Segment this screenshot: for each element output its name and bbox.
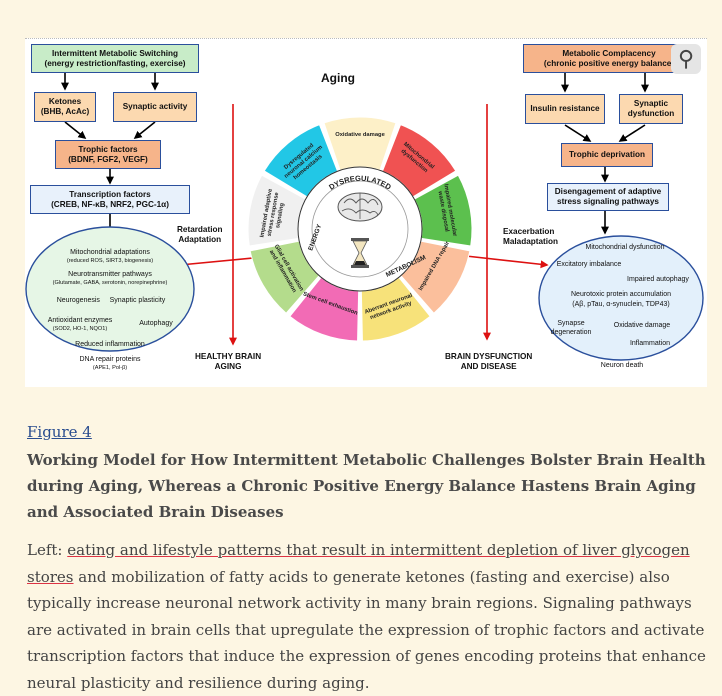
hourglass-icon	[351, 238, 369, 268]
synaptic-activity-box: Synaptic activity	[113, 92, 197, 122]
oval-item: Mitochondrial adaptations (reduced ROS, …	[45, 249, 175, 265]
box-line: Transcription factors	[69, 189, 151, 199]
box-line: Trophic factors	[78, 144, 138, 154]
oval-item: Reduced inflammation	[75, 341, 145, 348]
oval-item: Oxidative damage	[613, 322, 671, 329]
oval-text: Antioxidant enzymes	[47, 317, 113, 324]
label-line: Maladaptation	[503, 237, 559, 246]
pin-icon[interactable]: ⚲	[671, 44, 701, 74]
figure-caption: Figure 4 Working Model for How Intermitt…	[27, 423, 717, 696]
oval-text: Neurotransmitter pathways	[68, 271, 152, 278]
box-line: stress signaling pathways	[557, 197, 659, 206]
left-oval	[25, 226, 195, 352]
retardation-adaptation-label: Retardation Adaptation	[177, 225, 223, 245]
wheel-segment-label: Oxidative damage	[335, 132, 385, 138]
body-highlight: eating and lifestyle patterns that resul…	[27, 541, 690, 586]
oval-item: Impaired autophagy	[627, 276, 689, 283]
box-line: (chronic positive energy balance)	[543, 58, 675, 68]
oval-item: Neuron death	[600, 362, 644, 369]
oval-text: Mitochondrial adaptations	[70, 249, 150, 256]
synaptic-dysfunction-box: Synaptic dysfunction	[619, 94, 683, 124]
box-line: Metabolic Complacency	[562, 48, 656, 58]
trophic-factors-box: Trophic factors (BDNF, FGF2, VEGF)	[55, 140, 161, 169]
aging-title: Aging	[321, 71, 355, 85]
oval-item: Mitochondrial dysfunction	[585, 244, 665, 251]
transcription-factors-box: Transcription factors (CREB, NF-κB, NRF2…	[30, 185, 190, 214]
figure-body-text: Left: eating and lifestyle patterns that…	[27, 537, 717, 696]
label-line: Exacerbation	[503, 227, 555, 236]
oval-sub: (reduced ROS, SIRT3, biogenesis)	[66, 257, 154, 264]
trophic-deprivation-box: Trophic deprivation	[561, 143, 653, 167]
oval-item: (Aβ, pTau, α-synuclein, TDP43)	[572, 301, 670, 308]
box-line: (BDNF, FGF2, VEGF)	[68, 154, 148, 164]
wheel-segment	[323, 116, 397, 171]
label-line: AGING	[214, 362, 242, 371]
label-line: Adaptation	[178, 235, 222, 244]
label-line: HEALTHY BRAIN	[195, 352, 262, 361]
label-line: BRAIN DYSFUNCTION	[445, 352, 533, 361]
box-line: Disengagement of adaptive	[554, 187, 662, 196]
box-line: (energy restriction/fasting, exercise)	[44, 58, 186, 68]
oval-item: Neurotoxic protein accumulation	[571, 291, 671, 298]
oval-sub: (SOD2, HO-1, NQO1)	[52, 325, 108, 332]
box-line: (CREB, NF-κB, NRF2, PGC-1α)	[51, 199, 169, 209]
body-rest: and mobilization of fatty acids to gener…	[27, 567, 706, 692]
label-line: AND DISEASE	[460, 362, 517, 371]
disengagement-box: Disengagement of adaptive stress signali…	[547, 183, 669, 211]
figure-link[interactable]: Figure 4	[27, 423, 92, 441]
ketones-box: Ketones (BHB, AcAc)	[34, 92, 96, 122]
right-oval	[538, 235, 704, 361]
box-line: Ketones	[48, 97, 82, 106]
oval-item: Antioxidant enzymes (SOD2, HO-1, NQO1)	[35, 317, 125, 333]
oval-sub: (APE1, Pol-β)	[92, 364, 128, 371]
figure-diagram: DYSREGULATED ENERGY METABOLISM	[25, 73, 704, 361]
oval-sub: (Glutamate, GABA, serotonin, norepinephr…	[52, 279, 168, 286]
exacerbation-maladaptation-label: Exacerbation Maladaptation	[503, 227, 558, 247]
label-line: Retardation	[177, 225, 223, 234]
oval-item: Neurotransmitter pathways (Glutamate, GA…	[35, 271, 185, 287]
box-line: Insulin resistance	[530, 104, 600, 113]
body-prefix: Left:	[27, 541, 68, 559]
oval-item: DNA repair proteins (APE1, Pol-β)	[50, 356, 170, 372]
right-flow-arrows	[561, 73, 649, 235]
box-line: Trophic deprivation	[569, 150, 645, 159]
figure-title: Working Model for How Intermittent Metab…	[27, 451, 706, 521]
healthy-brain-aging-label: HEALTHY BRAIN AGING	[195, 352, 261, 372]
left-flow-arrows	[61, 73, 159, 237]
brain-dysfunction-label: BRAIN DYSFUNCTION AND DISEASE	[445, 352, 532, 372]
oval-item: Neurogenesis Synaptic plasticity	[56, 297, 166, 304]
box-line: Synaptic	[633, 99, 669, 108]
metabolic-complacency-box: Metabolic Complacency (chronic positive …	[523, 44, 695, 73]
box-line: dysfunction	[627, 109, 675, 118]
oval-text: DNA repair proteins	[79, 356, 141, 363]
box-line: Synaptic activity	[122, 102, 188, 111]
box-line: Intermittent Metabolic Switching	[51, 48, 178, 58]
brain-icon	[337, 192, 383, 222]
red-arrows	[178, 104, 549, 346]
oval-item: Inflammation	[629, 340, 671, 347]
oval-item: Synapse degeneration	[550, 320, 592, 336]
oval-item: Excitatory imbalance	[556, 261, 622, 268]
box-line: (BHB, AcAc)	[40, 107, 90, 116]
figure-4-image: DYSREGULATED ENERGY METABOLISM Aging Int…	[25, 38, 707, 387]
insulin-resistance-box: Insulin resistance	[525, 94, 605, 124]
oval-item: Autophagy	[139, 320, 173, 327]
intermittent-metabolic-switching-box: Intermittent Metabolic Switching (energy…	[31, 44, 199, 73]
